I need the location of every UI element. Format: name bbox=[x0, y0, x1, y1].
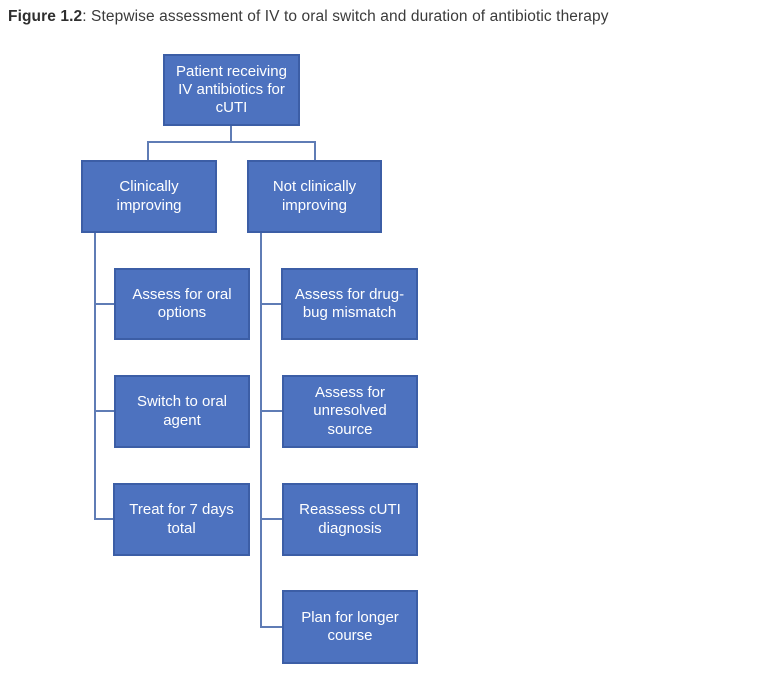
node-plan-longer-course: Plan for longer course bbox=[282, 590, 418, 664]
node-clinically-improving: Clinically improving bbox=[81, 160, 217, 233]
node-label: Assess for oral options bbox=[132, 285, 232, 321]
connector-left-rail bbox=[94, 233, 96, 520]
node-label: Switch to oral agent bbox=[136, 393, 228, 429]
node-label: Assess for unresolved source bbox=[313, 384, 387, 438]
node-assess-drug-bug-mismatch: Assess for drug- bug mismatch bbox=[281, 268, 418, 340]
figure-number: Figure 1.2 bbox=[8, 8, 83, 25]
node-assess-unresolved-source: Assess for unresolved source bbox=[282, 375, 418, 448]
connector-right-stub-4 bbox=[260, 626, 282, 628]
node-not-clinically-improving: Not clinically improving bbox=[247, 160, 382, 233]
node-label: Reassess cUTI diagnosis bbox=[299, 501, 401, 537]
connector-left-branch-drop bbox=[147, 141, 149, 160]
node-reassess-cuti-diagnosis: Reassess cUTI diagnosis bbox=[282, 483, 418, 556]
node-label: Assess for drug- bug mismatch bbox=[294, 285, 405, 321]
node-patient-receiving-iv-antibiotics: Patient receiving IV antibiotics for cUT… bbox=[163, 54, 300, 126]
node-assess-oral-options: Assess for oral options bbox=[114, 268, 250, 340]
connector-right-stub-3 bbox=[260, 518, 282, 520]
connector-right-branch-drop bbox=[314, 141, 316, 160]
node-label: Patient receiving IV antibiotics for cUT… bbox=[176, 62, 287, 117]
connector-right-rail bbox=[260, 233, 262, 628]
figure-caption-text: : Stepwise assessment of IV to oral swit… bbox=[82, 8, 609, 25]
node-label: Not clinically improving bbox=[272, 178, 357, 214]
node-label: Treat for 7 days total bbox=[129, 501, 234, 537]
figure-caption: Figure 1.2: Stepwise assessment of IV to… bbox=[8, 8, 609, 26]
node-treat-7-days-total: Treat for 7 days total bbox=[113, 483, 250, 556]
connector-branch-bar bbox=[147, 141, 316, 143]
connector-left-stub-3 bbox=[94, 518, 115, 520]
node-switch-to-oral-agent: Switch to oral agent bbox=[114, 375, 250, 448]
connector-right-stub-1 bbox=[260, 303, 282, 305]
node-label: Plan for longer course bbox=[301, 608, 399, 644]
connector-left-stub-1 bbox=[94, 303, 115, 305]
connector-right-stub-2 bbox=[260, 410, 282, 412]
connector-left-stub-2 bbox=[94, 410, 115, 412]
connector-root-stem bbox=[230, 126, 232, 142]
node-label: Clinically improving bbox=[116, 178, 182, 214]
